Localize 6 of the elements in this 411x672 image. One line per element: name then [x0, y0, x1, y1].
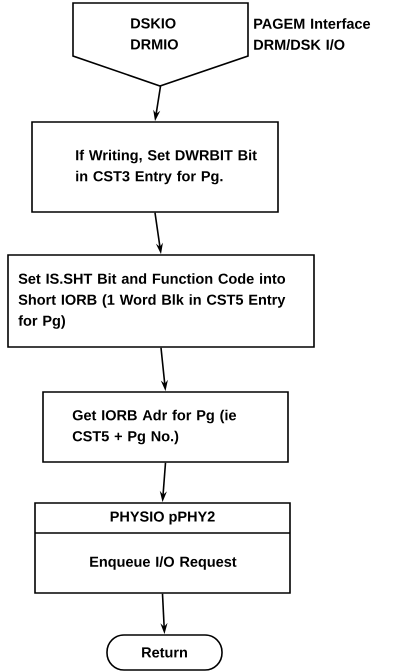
process-box: If Writing, Set DWRBIT Bit in CST3 Entry for Pg. — [31, 121, 279, 213]
process-box: PHYSIO pPHY2 Enqueue I/O Request — [34, 502, 291, 594]
process-box: Get IORB Adr for Pg (ie CST5 + Pg No.) — [42, 391, 289, 463]
side-note: PAGEM Interface DRM/DSK I/O — [254, 18, 370, 50]
offpage-connector: DSKIO DRMIO — [72, 2, 249, 87]
process-box: Set IS.SHT Bit and Function Code into Short IORB (1 Word Blk in CST5 Entry for Pg) — [7, 254, 315, 348]
